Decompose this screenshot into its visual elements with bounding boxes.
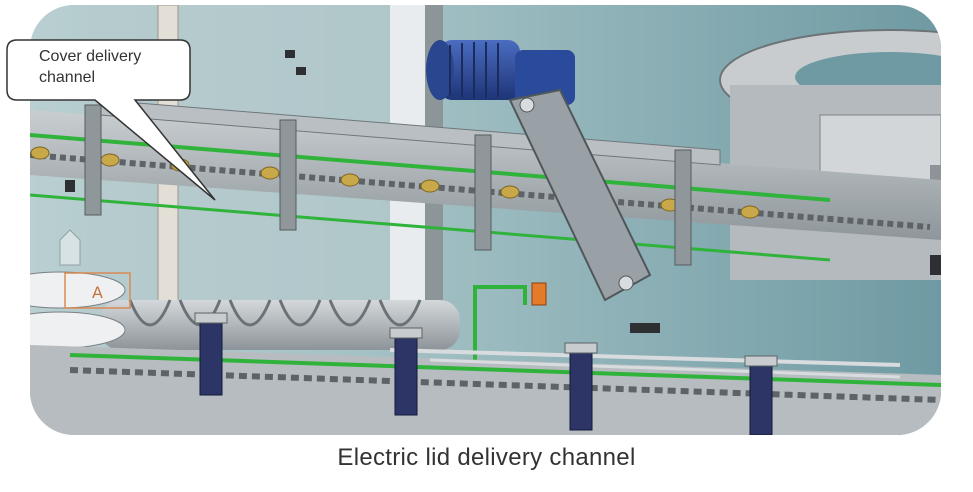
marker-label: A [92, 283, 103, 302]
lower-conveyor [30, 345, 941, 435]
orange-sensor [531, 282, 547, 306]
drive-motor [426, 40, 575, 105]
machine-illustration: A [30, 5, 941, 435]
screw-conveyor [100, 299, 460, 350]
green-pipe [473, 285, 527, 400]
drive-arm [508, 88, 652, 302]
conveyor-rendering: A [30, 5, 941, 435]
figure-caption: Electric lid delivery channel [337, 444, 636, 471]
guide-clamps [199, 319, 773, 435]
star-wheel: A [30, 271, 131, 349]
callout-label: Cover delivery channel [39, 48, 142, 86]
